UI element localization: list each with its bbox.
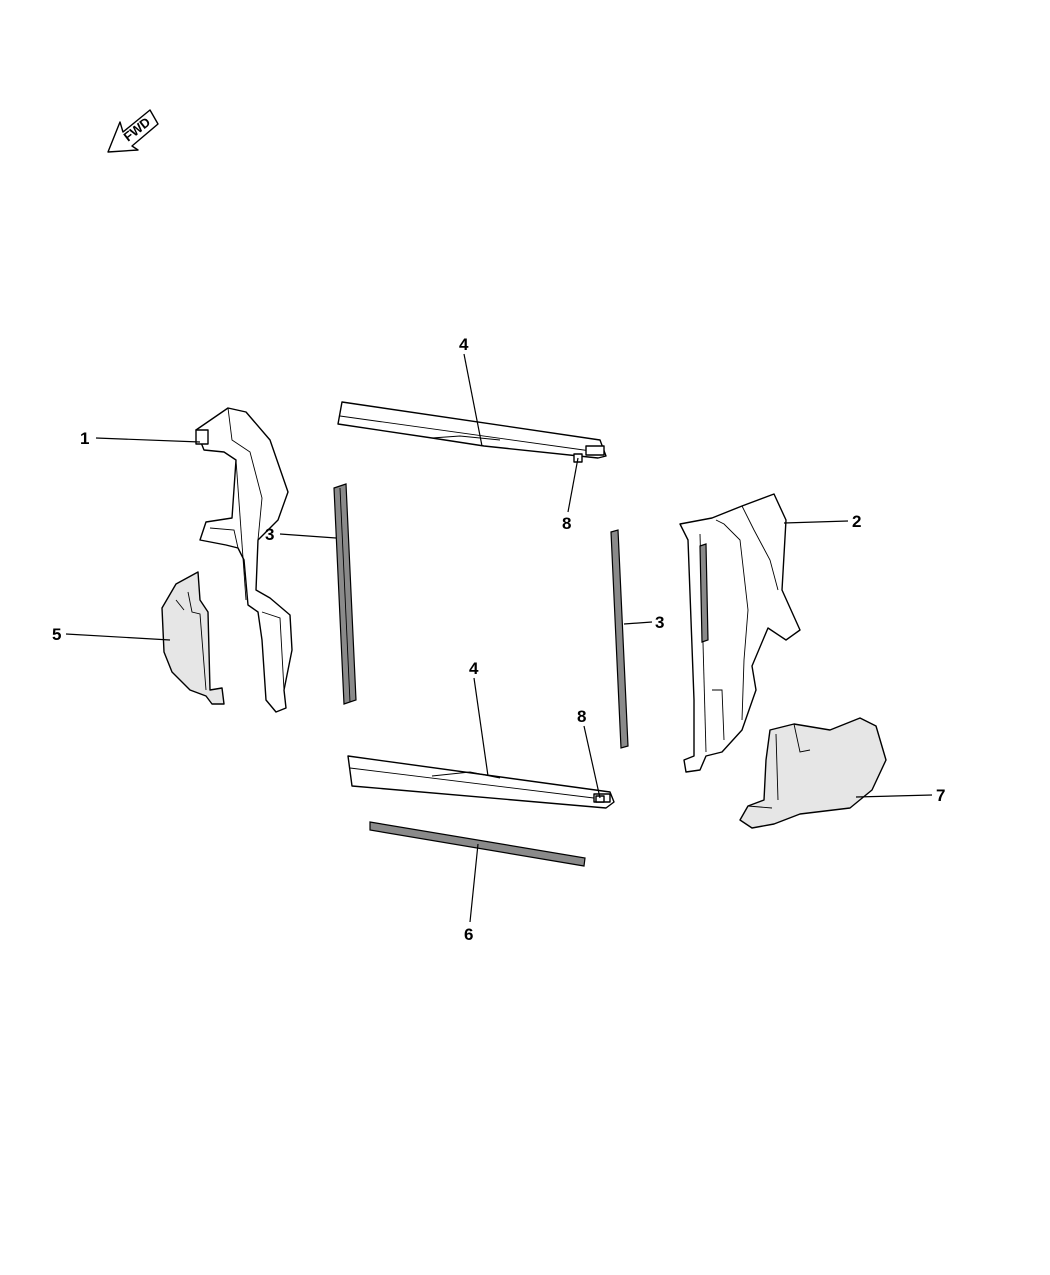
leader-7	[855, 794, 933, 798]
callout-6: 6	[464, 925, 473, 944]
part-7-lower-right-deflector	[739, 717, 887, 829]
leader-6	[469, 843, 479, 923]
callout-5: 5	[52, 625, 61, 644]
leader-2	[783, 520, 849, 524]
leader-4-upper	[463, 353, 483, 447]
callout-4-upper: 4	[459, 335, 469, 354]
part-4-upper-air-seal	[337, 401, 607, 459]
part-1-left-side-shield	[195, 407, 293, 713]
callout-7: 7	[936, 786, 945, 805]
leader-8-lower	[583, 725, 601, 799]
leader-1	[95, 437, 201, 443]
leader-3-right	[623, 621, 653, 625]
callout-3-right: 3	[655, 613, 664, 632]
leader-8-upper	[567, 457, 579, 513]
callout-3-left: 3	[265, 525, 274, 544]
fwd-arrow-icon: FWD	[107, 109, 159, 153]
leader-lines	[65, 353, 933, 923]
callout-labels: 1 2 3 3 4 4 5 6 7 8 8	[52, 335, 945, 944]
leader-5	[65, 633, 171, 641]
part-2-right-side-shield	[679, 493, 801, 773]
part-3-left-seal-strip	[333, 483, 357, 705]
part-5-lower-left-deflector	[161, 571, 225, 705]
part-4-lower-air-seal	[347, 755, 615, 809]
callout-8-lower: 8	[577, 707, 586, 726]
leader-3-left	[279, 533, 337, 539]
callout-8-upper: 8	[562, 514, 571, 533]
callout-2: 2	[852, 512, 861, 531]
callout-1: 1	[80, 429, 89, 448]
callout-4-lower: 4	[469, 659, 479, 678]
part-3-right-seal-strip	[610, 529, 629, 749]
leader-4-lower	[473, 677, 489, 777]
